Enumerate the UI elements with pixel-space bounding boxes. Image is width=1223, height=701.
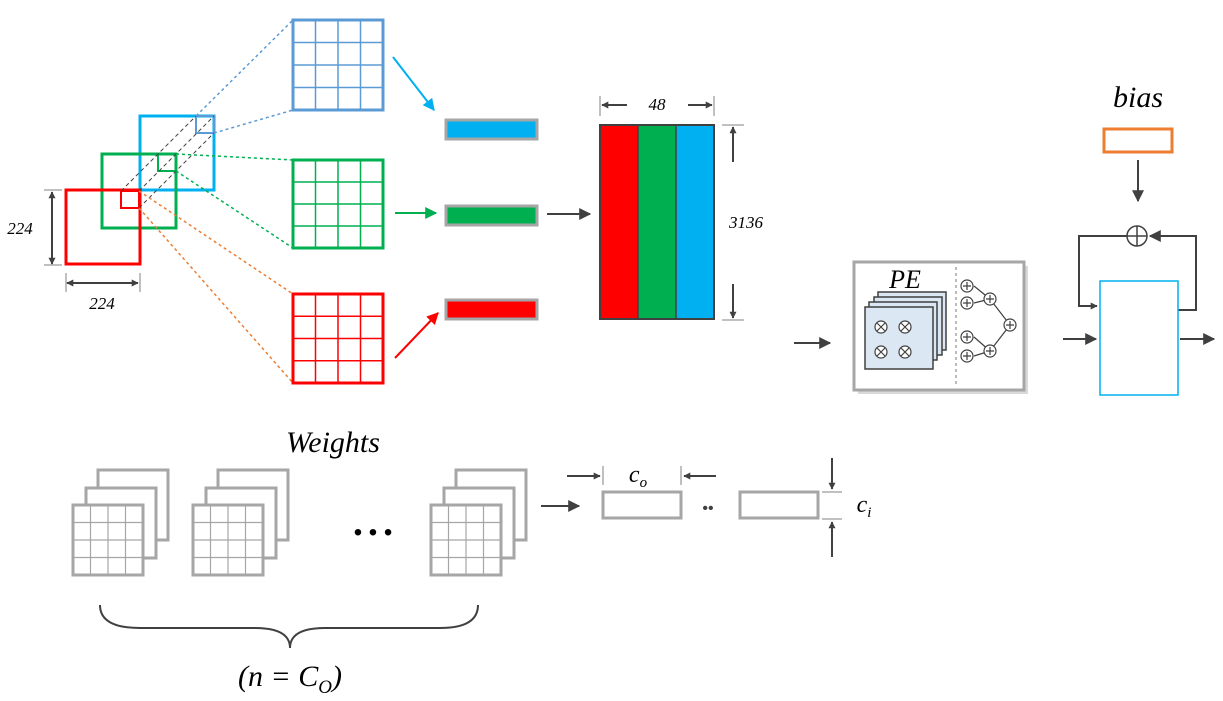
weights-brace	[99, 604, 479, 649]
weight-vector-dimension-arrows	[567, 458, 842, 557]
vector-blue	[444, 118, 539, 141]
weight-vector-dots: ••	[702, 500, 713, 517]
input-channel-red	[64, 188, 142, 266]
pe-multiplier-stack	[864, 291, 947, 370]
input-width-label: 224	[89, 294, 115, 313]
input-dimension-arrows	[44, 189, 141, 292]
kernel-window-green	[157, 153, 177, 172]
kernel-window-blue	[195, 115, 215, 134]
weights-title: Weights	[286, 426, 380, 459]
kernel-grid-green	[291, 158, 385, 250]
bias-label: bias	[1113, 81, 1163, 114]
input-height-label: 224	[7, 219, 33, 238]
matrix-column-blue	[676, 125, 714, 319]
accumulator-adder-icon	[1126, 225, 1148, 247]
arrow-red-to-vector	[394, 312, 439, 359]
feedback-path-left	[1078, 235, 1127, 310]
pe-block	[852, 260, 1028, 394]
adder-tree-icon	[960, 279, 1017, 363]
arrow-blue-to-vector	[392, 56, 435, 111]
feedback-path-right	[1148, 230, 1197, 311]
weights-count-label: (n = CO)	[238, 660, 342, 698]
kernel-grid-blue	[291, 18, 385, 112]
channel-depth-lines	[120, 115, 215, 209]
kernel-window-red	[120, 190, 140, 209]
bias-register	[1102, 127, 1174, 154]
matrix-dimension-arrows	[599, 96, 744, 321]
weights-ellipsis: • • •	[354, 519, 393, 546]
matrix-width-label: 48	[649, 95, 667, 114]
vector-red	[444, 298, 539, 321]
weight-vector-last	[738, 490, 820, 520]
multiplier-icon	[874, 320, 912, 359]
pe-label: PE	[888, 265, 921, 294]
accumulator-register	[1099, 280, 1179, 396]
input-image-channels	[64, 114, 216, 266]
co-label: co	[629, 462, 648, 491]
ci-label: ci	[857, 492, 872, 521]
matrix-column-green	[638, 125, 676, 319]
kernel-grid-red	[291, 292, 385, 385]
weight-vector-first	[601, 490, 683, 520]
kernel-projection-lines	[138, 19, 294, 384]
flattened-matrix	[599, 124, 715, 320]
weight-stack-1	[71, 468, 170, 577]
matrix-column-red	[600, 125, 638, 319]
weight-stack-2	[191, 468, 290, 577]
vector-green	[444, 204, 539, 227]
weight-stack-n	[429, 468, 528, 577]
matrix-height-label: 3136	[728, 213, 764, 232]
